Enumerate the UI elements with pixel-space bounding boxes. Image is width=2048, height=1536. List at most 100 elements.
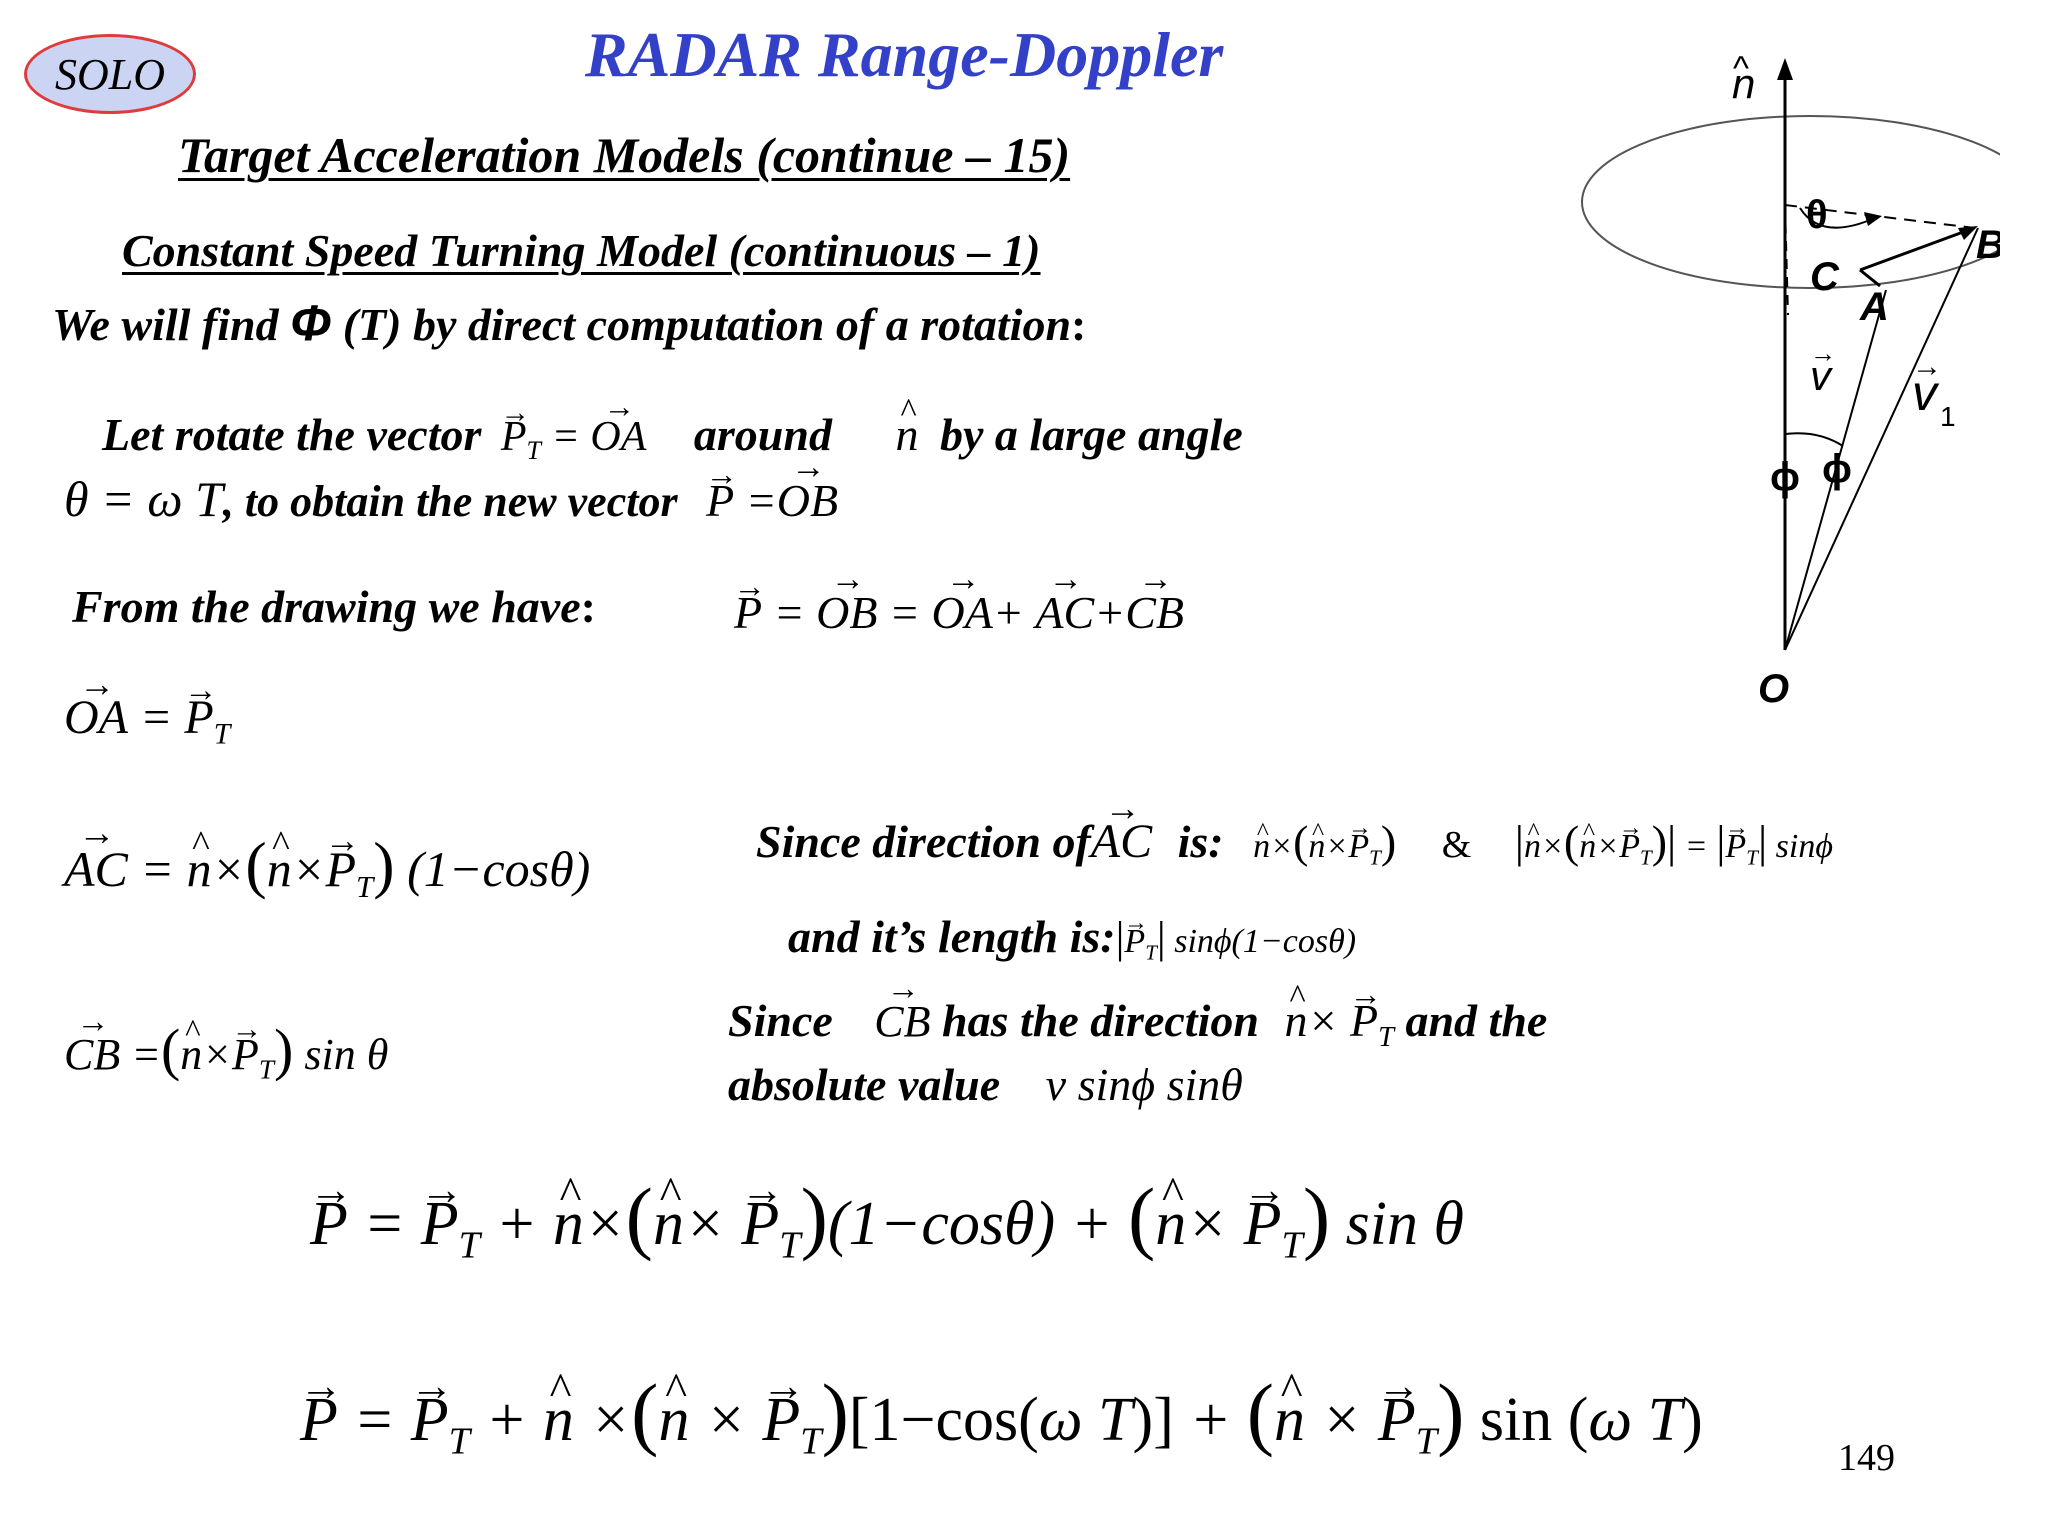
from-drawing-line: From the drawing we have:: [72, 580, 596, 633]
f1-pt: P: [421, 1189, 459, 1260]
hd-sub: T: [1378, 1021, 1394, 1053]
obtain-text: , to obtain the new vector: [222, 477, 678, 526]
f2-pt: P: [411, 1385, 449, 1456]
section-heading: Constant Speed Turning Model (continuous…: [122, 225, 1041, 276]
f2-n3: n: [1274, 1385, 1305, 1456]
solo-badge: SOLO: [24, 34, 196, 114]
n-hat: n: [895, 408, 918, 461]
subtitle: Target Acceleration Models (continue – 1…: [178, 127, 1071, 183]
intro-colon: :: [1071, 299, 1087, 350]
len-expr: sinϕ(1−cosθ): [1174, 923, 1357, 960]
pt-sub: T: [526, 436, 542, 466]
page-title: RADAR Range-Doppler: [585, 19, 1224, 90]
intro-text-post: (T) by direct computation of a rotation: [331, 299, 1072, 350]
f1-pt2: P: [741, 1189, 779, 1260]
dashed-axis-segment: [1784, 204, 1789, 316]
from-drawing-colon: :: [580, 581, 596, 632]
intro-line: We will find Φ (T) by direct computation…: [52, 294, 1086, 352]
mag-sub2: T: [1746, 845, 1758, 870]
vector-v: [1784, 289, 1887, 651]
sum-cb: CB: [1125, 560, 1184, 639]
sum-equation: P = OB = OA+ AC+CB: [734, 560, 1184, 639]
n-axis-arrowhead: [1777, 58, 1793, 80]
f2-n1: n: [543, 1385, 574, 1456]
theta-label: θ: [1806, 193, 1828, 237]
f2-n2: n: [658, 1385, 689, 1456]
v1-label: v: [1912, 365, 1940, 421]
sum-ac: AC: [1035, 560, 1094, 639]
point-a-label: A: [1859, 285, 1889, 329]
cb-arrowhead: [1958, 226, 1978, 240]
f2-pt2: P: [762, 1385, 800, 1456]
theta-arc: [1799, 207, 1871, 229]
len-sub: T: [1145, 940, 1157, 965]
f1-factor: (1−cosθ): [827, 1190, 1056, 1258]
f2-pt3: P: [1378, 1385, 1416, 1456]
length-text: and it’s length is:: [788, 911, 1116, 962]
p-vector: P: [706, 474, 734, 527]
abs-value-text: absolute value: [728, 1059, 1001, 1110]
dashed-radius-b: [1784, 204, 1976, 229]
intro-text-pre: We will find: [52, 299, 291, 350]
mag-sub: T: [1639, 845, 1652, 870]
ac-n1: n: [187, 840, 212, 898]
v-label: v: [1810, 352, 1834, 399]
mag-n1: n: [1524, 828, 1541, 866]
length-line: and it’s length is:|PT| sinϕ(1−cosθ): [788, 910, 1356, 965]
rotate-text-2: by a large angle: [939, 409, 1243, 460]
cb-n: n: [180, 1029, 202, 1080]
phi-label-left: ϕ: [1770, 455, 1800, 499]
abs-value-line: absolute value v sinϕ sinθ: [728, 1058, 1243, 1111]
oa-vector: OA: [590, 389, 646, 461]
abs-value-expr: v sinϕ sinθ: [1045, 1059, 1243, 1110]
hd-n: n: [1284, 994, 1307, 1047]
cb-sub: T: [258, 1054, 275, 1085]
f2-pt2-sub: T: [800, 1420, 822, 1463]
n-axis-hat: ^: [1733, 50, 1749, 88]
ac-equation: AC = n×(n×PT) (1−cosθ): [64, 812, 591, 905]
cb-lhs: CB: [64, 1004, 120, 1080]
since-cb-text: Since: [728, 995, 833, 1046]
f2-pt3-sub: T: [1415, 1420, 1438, 1463]
f1-pt2-sub: T: [779, 1224, 801, 1267]
from-drawing-text: From the drawing we have: [72, 581, 581, 632]
point-b-label: B: [1976, 223, 2000, 267]
since-cb-line: Since CB has the direction n× PT and the: [728, 971, 1548, 1054]
dir-p: P: [1348, 828, 1369, 866]
rotation-ellipse: [1581, 115, 2000, 289]
final-equation-1: P = PT + n×(n× PT)(1−cosθ) + (n× PT) sin…: [310, 1170, 1464, 1267]
and-the-text: and the: [1405, 995, 1548, 1046]
rotation-diagram: n ^ θ B C A v → v 1 → ϕ ϕ O: [1581, 50, 2000, 711]
mag-n2: n: [1579, 828, 1596, 866]
since-ac: AC: [1091, 787, 1153, 869]
theta-arc-arrowhead: [1864, 212, 1882, 226]
pt-vector: P: [501, 413, 527, 461]
amp: &: [1441, 824, 1472, 866]
theta-equation: θ = ω T: [64, 471, 223, 527]
sum-p: P: [734, 586, 762, 639]
segment-cb: [1859, 226, 1975, 272]
origin-label: O: [1758, 667, 1789, 711]
f2-p: P: [300, 1385, 338, 1456]
ac-factor: (1−cosθ): [407, 841, 591, 897]
hd-p: P: [1350, 994, 1378, 1047]
cb-equation: CB =(n×PT) sin θ: [64, 1004, 388, 1086]
v-arrow: →: [1810, 338, 1836, 368]
f1-pt3-sub: T: [1281, 1224, 1303, 1267]
since-direction-line: Since direction ofAC is: n×(n×PT) & |n×(…: [756, 787, 1833, 870]
since-is: is:: [1177, 816, 1224, 867]
oa-rhs-p: P: [184, 690, 213, 745]
since-cb-vec: CB: [874, 971, 930, 1047]
v1-subscript: 1: [1940, 401, 1956, 432]
theta-line: θ = ω T, to obtain the new vector P =OB: [64, 448, 838, 528]
f1-pt3: P: [1244, 1189, 1282, 1260]
intro-phi: Φ: [290, 295, 332, 351]
segment-ac: [1859, 268, 1881, 288]
point-c-label: C: [1810, 255, 1840, 299]
ac-lhs: AC: [64, 812, 128, 898]
ac-n2: n: [267, 840, 292, 898]
page-number: 149: [1838, 1437, 1895, 1479]
f1-pt-sub: T: [458, 1224, 480, 1267]
f1-p: P: [310, 1189, 348, 1260]
oa-lhs: OA: [64, 663, 128, 745]
